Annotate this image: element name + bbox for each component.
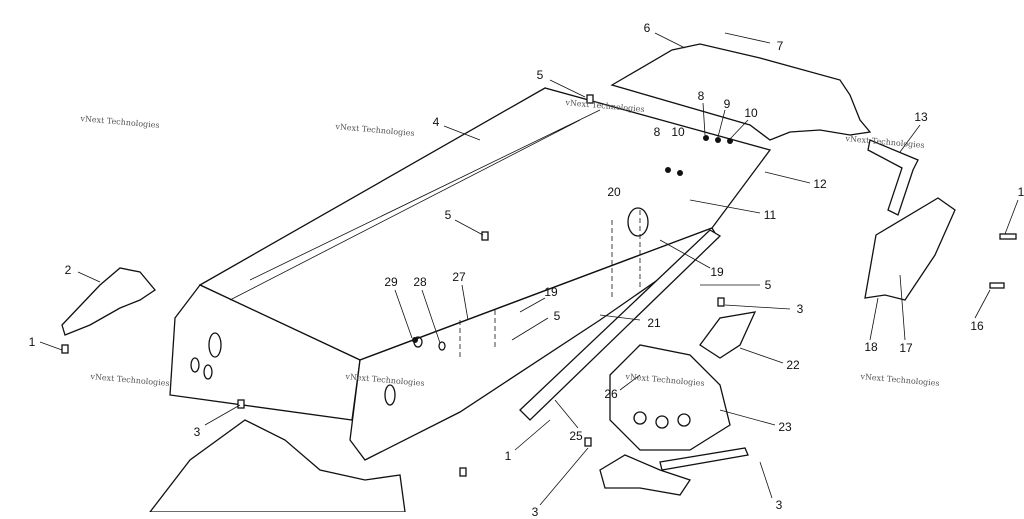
callout: 8 xyxy=(697,89,705,103)
callout: 20 xyxy=(607,185,621,199)
part-step xyxy=(699,311,757,359)
part-rail xyxy=(519,229,722,421)
part-lower-section xyxy=(149,419,406,512)
callout: 3 xyxy=(775,498,783,512)
callout: 26 xyxy=(604,387,618,401)
callout: 10 xyxy=(671,125,685,139)
callout: 23 xyxy=(778,420,792,434)
tunnel-holes xyxy=(190,207,649,406)
callout: 3 xyxy=(796,302,804,316)
callout: 13 xyxy=(914,110,928,124)
callout: 7 xyxy=(776,39,784,53)
part-bracket-2 xyxy=(61,267,156,336)
callout: 16 xyxy=(970,319,984,333)
callout: 22 xyxy=(786,358,800,372)
callout: 29 xyxy=(384,275,398,289)
callout: 25 xyxy=(569,429,583,443)
callout: 3 xyxy=(193,425,201,439)
callout: 17 xyxy=(899,341,913,355)
callout: 3 xyxy=(531,505,539,519)
callout: 5 xyxy=(764,278,772,292)
part-snowflap xyxy=(864,197,956,301)
callout: 21 xyxy=(647,316,661,330)
part-rod xyxy=(659,447,749,471)
callout: 28 xyxy=(413,275,427,289)
callout: 18 xyxy=(864,340,878,354)
callout: 6 xyxy=(643,21,651,35)
leader-lines xyxy=(39,32,1019,506)
callout: 1 xyxy=(504,449,512,463)
part-handle-bracket xyxy=(599,454,692,496)
callout: 5 xyxy=(536,68,544,82)
callout: 9 xyxy=(723,97,731,111)
callout: 2 xyxy=(64,263,72,277)
callout: 12 xyxy=(813,177,827,191)
callout: 11 xyxy=(763,208,777,222)
callout: 8 xyxy=(653,125,661,139)
callout: 1 xyxy=(28,335,36,349)
callout: 1 xyxy=(1017,185,1024,199)
part-tunnel-right-side xyxy=(349,227,719,461)
callout: 10 xyxy=(744,106,758,120)
part-rear-cover xyxy=(610,43,872,141)
callout: 5 xyxy=(444,208,452,222)
part-flap-hanger xyxy=(867,139,919,216)
part-bracket xyxy=(609,344,731,451)
callout: 27 xyxy=(452,270,466,284)
callout: 4 xyxy=(432,115,440,129)
callout: 5 xyxy=(553,309,561,323)
part-tunnel-left-side xyxy=(169,284,361,421)
callout: 19 xyxy=(544,285,558,299)
fasteners xyxy=(61,94,1017,477)
callout: 19 xyxy=(710,265,724,279)
